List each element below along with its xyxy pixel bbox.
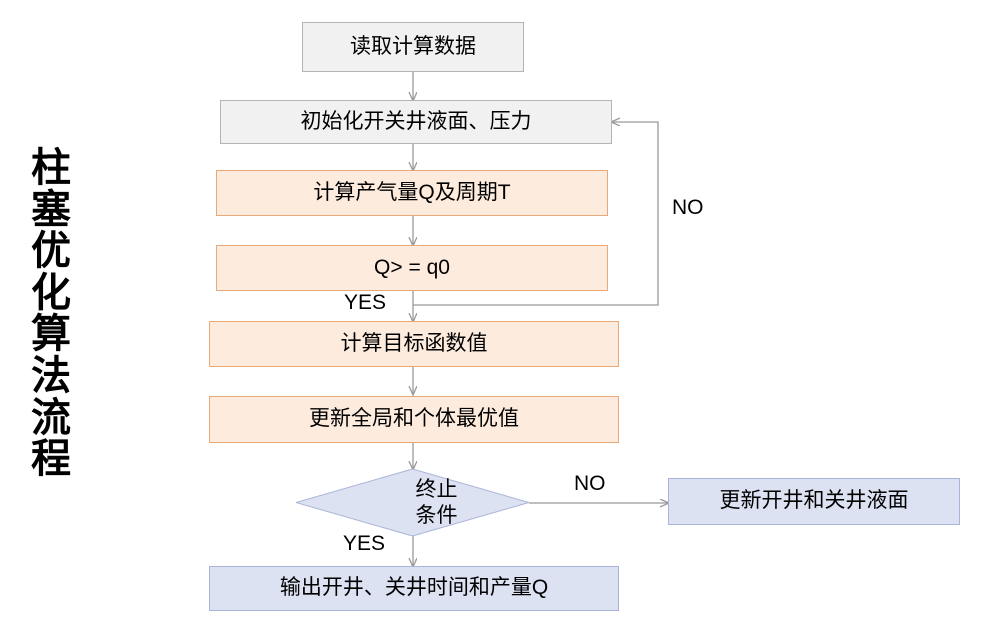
node-update-best[interactable]: 更新全局和个体最优值 bbox=[209, 396, 619, 443]
diamond-shape bbox=[296, 469, 529, 536]
edge-label-stop-no: NO bbox=[574, 472, 606, 495]
node-output[interactable]: 输出开井、关井时间和产量Q bbox=[209, 566, 619, 611]
node-stop-condition[interactable]: 终止 条件 bbox=[296, 469, 529, 536]
figure-title-vertical: 柱塞优化算法流程 bbox=[31, 146, 71, 482]
node-calc-q-t[interactable]: 计算产气量Q及周期T bbox=[216, 170, 608, 216]
node-update-levels[interactable]: 更新开井和关井液面 bbox=[668, 478, 960, 525]
edge-label-compare-yes: YES bbox=[344, 291, 387, 314]
node-init[interactable]: 初始化开关井液面、压力 bbox=[220, 100, 612, 144]
edge-label-stop-yes: YES bbox=[343, 532, 386, 555]
node-calc-objective[interactable]: 计算目标函数值 bbox=[209, 321, 619, 367]
node-compare-q[interactable]: Q> = q0 bbox=[216, 245, 608, 291]
node-read-data[interactable]: 读取计算数据 bbox=[302, 22, 524, 72]
node-stop-condition-label: 终止 条件 bbox=[415, 477, 458, 527]
edge-label-compare-no: NO bbox=[672, 196, 704, 219]
